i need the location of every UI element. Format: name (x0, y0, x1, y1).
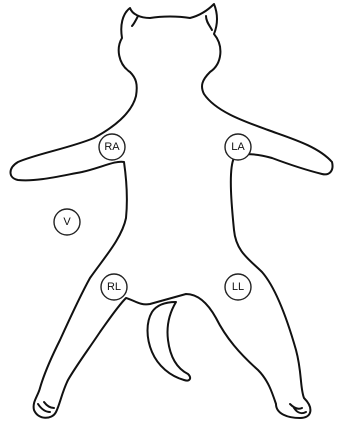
cat-paw-detail (290, 404, 306, 413)
electrode-rl-label: RL (107, 281, 121, 293)
cat-tail (148, 302, 191, 381)
electrode-v-label: V (63, 216, 71, 228)
electrode-ll: LL (225, 274, 251, 300)
electrode-v: V (54, 209, 80, 235)
electrode-ra: RA (99, 134, 125, 160)
electrode-la-label: LA (231, 141, 245, 153)
cat-ear-detail (206, 16, 212, 30)
cat-ear-detail (132, 16, 138, 26)
electrode-ra-label: RA (104, 141, 120, 153)
electrode-rl: RL (101, 274, 127, 300)
electrode-ll-label: LL (232, 281, 244, 293)
cat-paw-detail (38, 402, 54, 412)
electrode-la: LA (225, 134, 251, 160)
